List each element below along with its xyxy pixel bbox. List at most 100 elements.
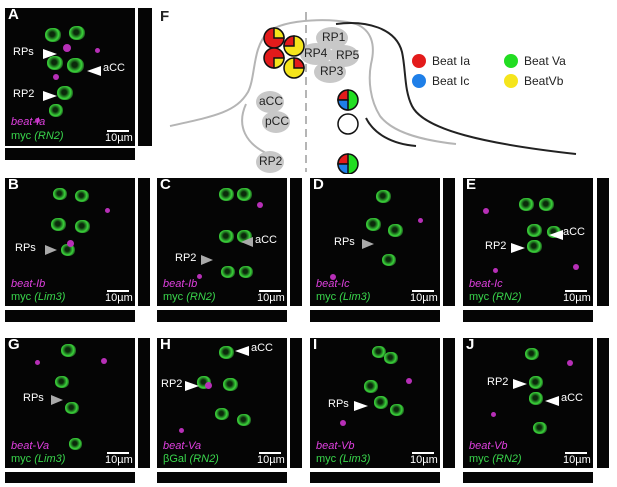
legend-swatch-beat-vb [504, 74, 518, 88]
panel-e-bottom-projection [463, 310, 593, 322]
reporter-name: myc [469, 291, 490, 303]
scale-bar [107, 130, 129, 132]
reporter-name: myc [316, 291, 337, 303]
neuron-label-acc: aCC [259, 94, 284, 108]
scale-text: 10µm [410, 292, 438, 304]
legend-swatch-beat-ic [412, 74, 426, 88]
panel-letter-g: G [8, 338, 20, 353]
arrow-filled [545, 396, 559, 406]
panel-letter-b: B [8, 178, 19, 193]
driver-name: (Lim3) [34, 453, 66, 465]
panel-g-side-projection [138, 338, 150, 468]
magenta-signal [179, 428, 184, 433]
panel-letter-i: I [313, 338, 318, 353]
reporter-label: myc (Lim3) [316, 453, 370, 465]
magenta-signal [418, 218, 423, 223]
label-rp2: RP2 [161, 378, 183, 390]
neuron-cell [75, 190, 89, 202]
arrow-filled [185, 381, 199, 391]
driver-name: (RN2) [492, 291, 522, 303]
label-rps: RPs [334, 236, 355, 248]
reporter-label: myc (RN2) [469, 291, 522, 303]
legend-swatch-beat-va [504, 54, 518, 68]
magenta-signal [35, 118, 40, 123]
panel-h-bottom-projection [157, 472, 287, 483]
reporter-name: myc [469, 453, 490, 465]
driver-name: (Lim3) [34, 291, 66, 303]
neuron-cell [49, 104, 63, 117]
panel-b-bottom-projection [5, 310, 135, 322]
neuron-label-rp3: RP3 [320, 64, 344, 78]
panel-d-side-projection [443, 178, 455, 306]
panel-letter-e: E [466, 178, 477, 193]
label-rp2: RP2 [485, 240, 507, 252]
panel-a-image: A RPs aCC RP2 10µm beat-Ia myc (RN2) [5, 8, 135, 146]
reporter-label: myc (RN2) [469, 453, 522, 465]
panel-a-bottom-projection [5, 148, 135, 160]
neuron-label-pcc: pCC [265, 114, 290, 128]
panel-i-image: I RPs 10µm beat-Vb myc (Lim3) [310, 338, 440, 468]
neuron-cell [239, 266, 253, 278]
panel-c-image: C RP2 aCC 10µm beat-Ib myc (RN2) [157, 178, 287, 306]
neuron-cell [61, 344, 76, 357]
legend-label-beat-va: Beat Va [524, 54, 566, 68]
neuron-cell [384, 352, 398, 364]
scale-bar [107, 290, 129, 292]
arrow-filled [43, 91, 57, 101]
antigen-label: beat-Vb [469, 440, 508, 452]
neuron-cell [533, 422, 547, 434]
panel-b-image: B RPs 10µm beat-Ib myc (Lim3) [5, 178, 135, 306]
panel-c-bottom-projection [157, 310, 287, 322]
driver-name: (RN2) [189, 453, 219, 465]
neuron-cell [529, 392, 543, 405]
scale-bar [107, 452, 129, 454]
driver-name: (Lim3) [339, 291, 371, 303]
magenta-signal [491, 412, 496, 417]
panel-i-bottom-projection [310, 472, 440, 483]
panel-letter-c: C [160, 178, 171, 193]
scale-text: 10µm [257, 292, 285, 304]
panel-g-image: G RPs 10µm beat-Va myc (Lim3) [5, 338, 135, 468]
legend-label-beat-vb: BeatVb [524, 74, 564, 88]
magenta-signal [63, 44, 71, 52]
antigen-label: beat-Ib [11, 278, 46, 290]
label-acc: aCC [251, 342, 274, 354]
neuron-cell [237, 414, 251, 426]
neuron-cell [529, 376, 543, 389]
arrow-filled [354, 401, 368, 411]
panel-letter-h: H [160, 338, 171, 353]
neuron-cell [45, 28, 61, 42]
scale-bar [412, 452, 434, 454]
magenta-signal [257, 202, 263, 208]
antigen-label: beat-Va [11, 440, 50, 452]
reporter-label: myc (RN2) [11, 130, 64, 142]
magenta-signal [95, 48, 100, 53]
scale-text: 10µm [563, 454, 591, 466]
arrow-filled [511, 243, 525, 253]
neuron-cell [527, 224, 542, 237]
reporter-label: βGal (RN2) [163, 453, 219, 465]
label-acc: aCC [561, 392, 584, 404]
panel-letter-d: D [313, 178, 324, 193]
scale-text: 10µm [105, 132, 133, 144]
magenta-signal [101, 358, 107, 364]
reporter-name: myc [11, 130, 32, 142]
legend-swatch-beat-ia [412, 54, 426, 68]
neuron-cell [67, 58, 84, 73]
legend-label-beat-ic: Beat Ic [432, 74, 470, 88]
reporter-label: myc (RN2) [163, 291, 216, 303]
neuron-cell [75, 220, 90, 233]
neuron-cell [364, 380, 378, 393]
panel-g-bottom-projection [5, 472, 135, 483]
neuron-cell [382, 254, 396, 266]
panel-b-side-projection [138, 178, 150, 306]
neuron-cell [69, 26, 85, 40]
arrow-filled [87, 66, 101, 76]
panel-e-side-projection [597, 178, 609, 306]
scale-text: 10µm [257, 454, 285, 466]
arrow-open [362, 239, 374, 249]
magenta-signal [493, 268, 498, 273]
neuron-cell [61, 244, 75, 256]
magenta-signal [483, 208, 489, 214]
label-rps: RPs [23, 392, 44, 404]
